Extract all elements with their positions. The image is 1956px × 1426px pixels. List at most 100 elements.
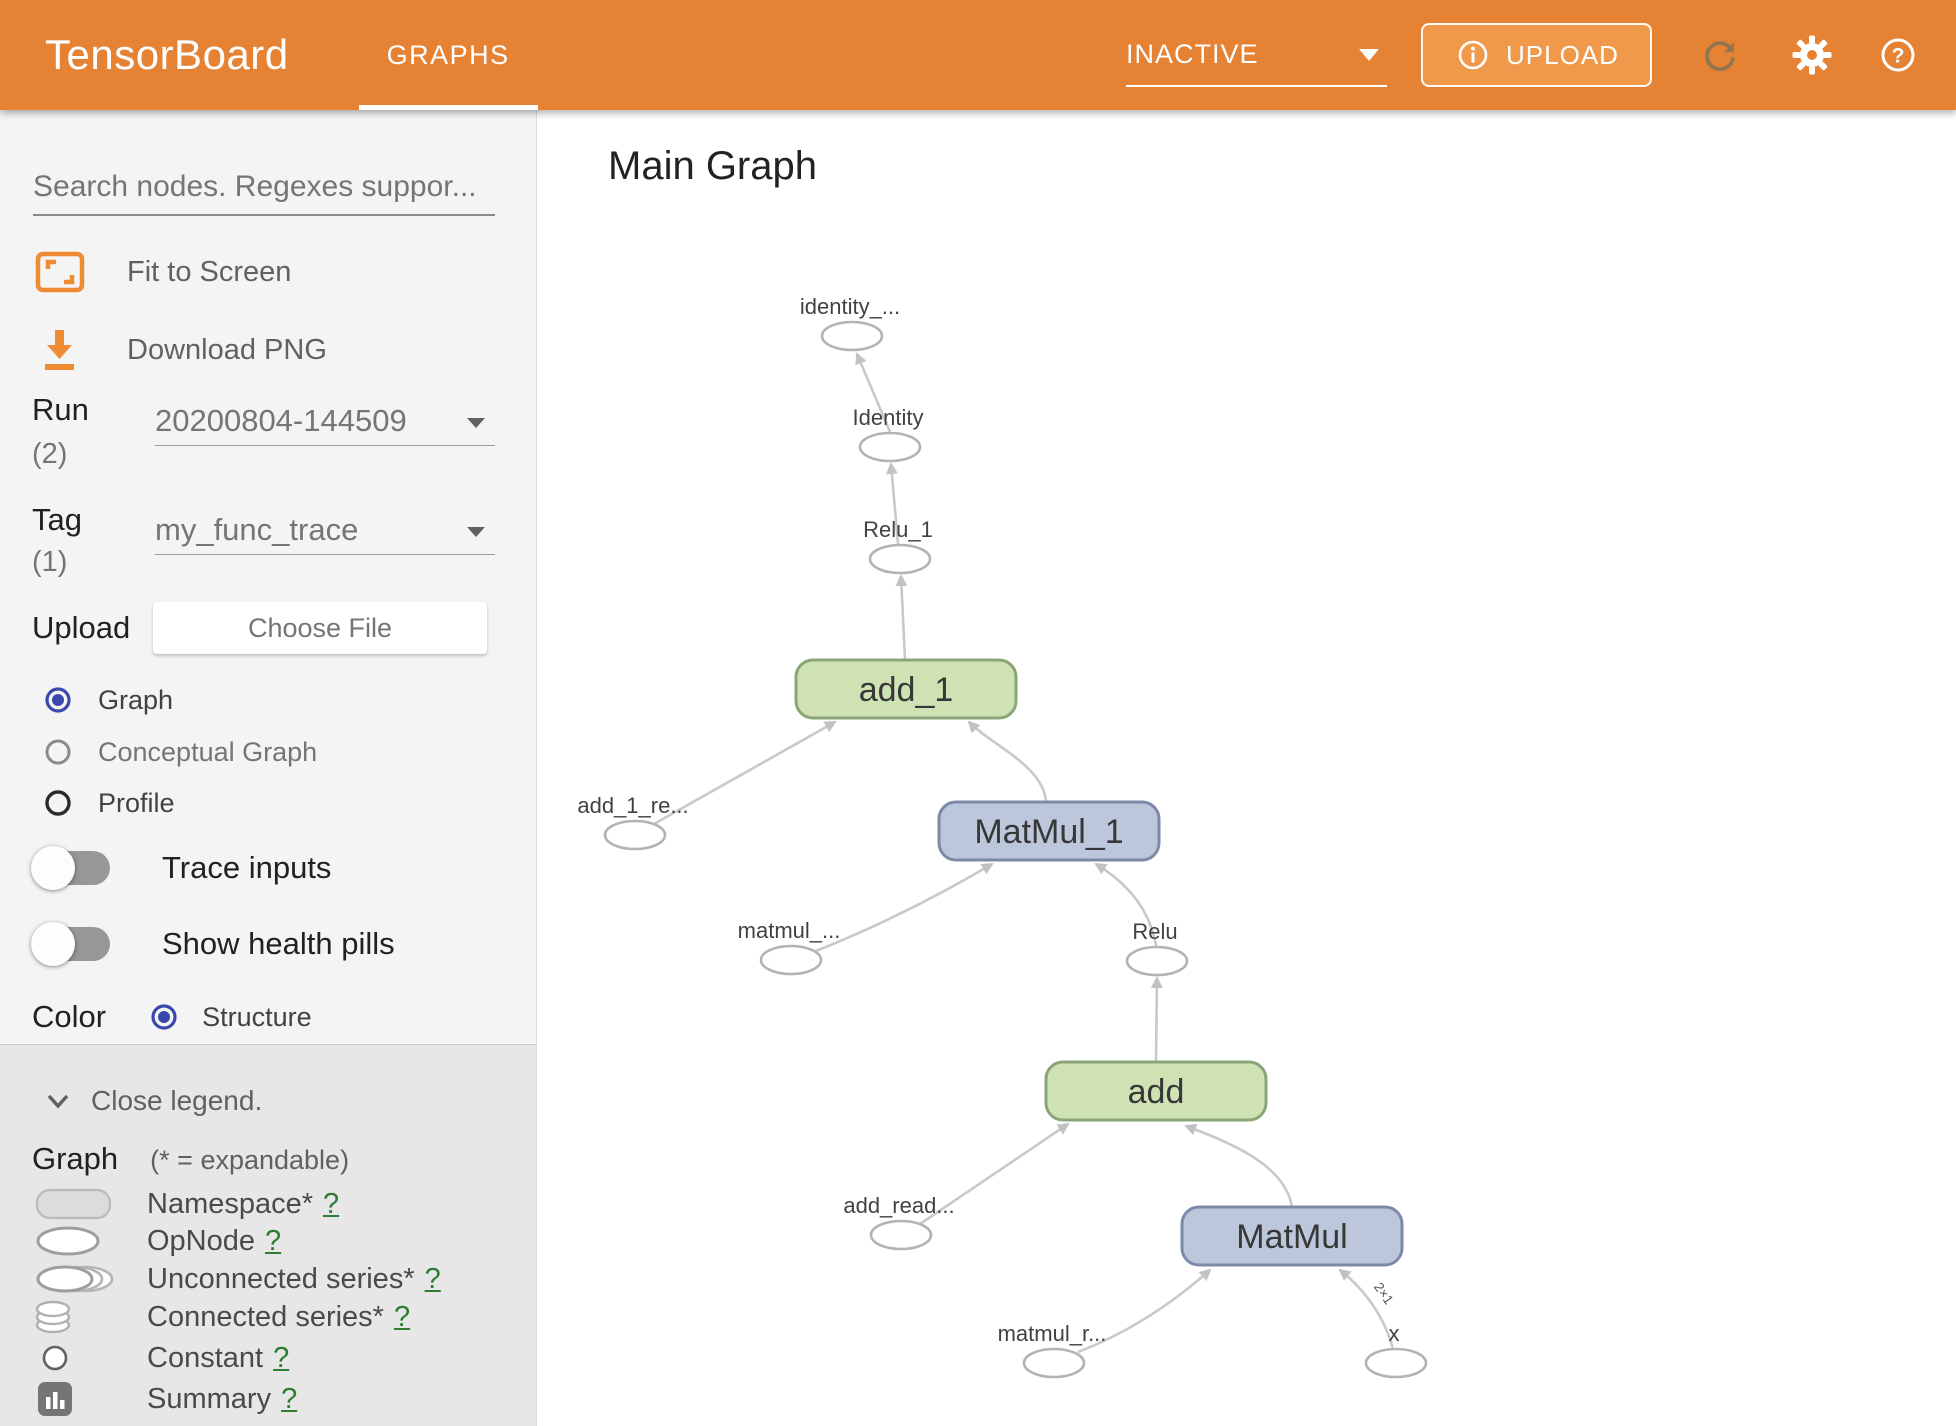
- graph-edge: [815, 862, 994, 953]
- opnode-icon: [35, 1224, 147, 1258]
- app-header: TensorBoard GRAPHS INACTIVE UPLOAD: [0, 0, 1956, 110]
- graph-op-node[interactable]: MatMul: [1180, 1205, 1404, 1267]
- legend-item-namespace: Namespace* ?: [35, 1184, 339, 1224]
- run-label: Run: [32, 392, 89, 427]
- trace-inputs-label: Trace inputs: [162, 850, 332, 885]
- svg-text:Relu_1: Relu_1: [863, 517, 933, 542]
- download-icon: [35, 326, 85, 374]
- graph-ellipse-node[interactable]: Relu_1: [863, 517, 933, 575]
- svg-text:add_1: add_1: [859, 671, 954, 709]
- graph-ellipse-node[interactable]: Identity: [853, 405, 924, 463]
- graph-op-node[interactable]: MatMul_1: [937, 800, 1161, 862]
- legend-panel: Close legend. Graph (* = expandable) Nam…: [0, 1044, 536, 1426]
- chevron-down-icon: [467, 527, 485, 537]
- svg-text:add_read...: add_read...: [843, 1193, 954, 1218]
- refresh-icon[interactable]: [1698, 33, 1742, 77]
- svg-text:MatMul: MatMul: [1236, 1218, 1347, 1256]
- tab-graphs[interactable]: GRAPHS: [358, 0, 538, 110]
- trace-inputs-toggle[interactable]: Trace inputs: [31, 846, 332, 890]
- help-icon[interactable]: ?: [1876, 33, 1920, 77]
- status-dropdown[interactable]: INACTIVE: [1126, 23, 1387, 87]
- sidebar: Fit to Screen Download PNG Run (2) 20200…: [0, 110, 537, 1426]
- svg-text:add_1_re...: add_1_re...: [577, 793, 688, 818]
- help-link[interactable]: ?: [281, 1382, 298, 1415]
- graph-edge: [1184, 1123, 1294, 1208]
- graph-op-node[interactable]: add_1: [794, 658, 1018, 720]
- summary-icon: [35, 1380, 147, 1418]
- help-link[interactable]: ?: [323, 1187, 340, 1220]
- graph-edge: [967, 720, 1048, 803]
- radio-unselected-icon: [45, 790, 71, 816]
- graph-ellipse-node[interactable]: matmul_r...: [998, 1321, 1107, 1379]
- graph-ellipse-node[interactable]: add_read...: [843, 1193, 955, 1251]
- download-png-label: Download PNG: [127, 333, 327, 366]
- constant-icon: [35, 1343, 147, 1373]
- legend-item-opnode: OpNode ?: [35, 1221, 281, 1261]
- svg-text:identity_...: identity_...: [800, 294, 900, 319]
- chevron-down-icon: [47, 1094, 69, 1109]
- namespace-icon: [35, 1187, 147, 1221]
- svg-text:matmul_r...: matmul_r...: [998, 1321, 1107, 1346]
- legend-item-connected-series: Connected series* ?: [35, 1297, 410, 1337]
- info-icon: [1454, 36, 1492, 74]
- legend-item-constant: Constant ?: [35, 1338, 289, 1378]
- upload-label: Upload: [32, 610, 131, 645]
- color-by-row: Color Structure: [32, 999, 312, 1035]
- color-by-structure-label: Structure: [202, 1001, 312, 1032]
- fit-to-screen-button[interactable]: Fit to Screen: [35, 248, 291, 296]
- run-select[interactable]: 20200804-144509: [155, 396, 495, 446]
- radio-graph[interactable]: Graph: [44, 678, 173, 722]
- graph-ellipse-node[interactable]: identity_...: [800, 294, 900, 352]
- graph-op-node[interactable]: add: [1044, 1060, 1268, 1122]
- chevron-down-icon: [467, 418, 485, 428]
- graph-edge: [1077, 1268, 1212, 1354]
- run-select-value: 20200804-144509: [155, 402, 407, 438]
- graph-ellipse-node[interactable]: Relu: [1125, 919, 1189, 977]
- legend-heading-note: (* = expandable): [150, 1145, 350, 1175]
- toggle-off-icon: [31, 922, 110, 966]
- legend-item-summary: Summary ?: [35, 1379, 297, 1419]
- connected-series-icon: [35, 1299, 147, 1335]
- legend-heading-title: Graph: [32, 1141, 119, 1176]
- status-dropdown-value: INACTIVE: [1126, 38, 1259, 69]
- fit-to-screen-label: Fit to Screen: [127, 255, 292, 288]
- svg-text:MatMul_1: MatMul_1: [974, 813, 1123, 851]
- graph-ellipse-node[interactable]: matmul_...: [738, 918, 841, 976]
- tag-count: (1): [32, 546, 68, 578]
- help-link[interactable]: ?: [393, 1300, 411, 1333]
- graph-ellipse-node[interactable]: add_1_re...: [577, 793, 689, 851]
- close-legend-button[interactable]: Close legend.: [43, 1085, 262, 1117]
- radio-unselected-icon: [45, 739, 71, 765]
- radio-profile[interactable]: Profile: [44, 781, 175, 825]
- graph-edge: [653, 720, 837, 826]
- help-link[interactable]: ?: [265, 1224, 282, 1257]
- edge-shape-label: 2×1: [1371, 1280, 1396, 1307]
- search-input[interactable]: [33, 166, 495, 216]
- show-health-pills-toggle[interactable]: Show health pills: [31, 922, 395, 966]
- gear-icon[interactable]: [1790, 33, 1834, 77]
- color-by-label: Color: [32, 999, 107, 1034]
- upload-button-label: UPLOAD: [1506, 39, 1619, 70]
- help-link[interactable]: ?: [273, 1341, 290, 1374]
- app-title: TensorBoard: [45, 31, 289, 78]
- help-link[interactable]: ?: [424, 1262, 441, 1295]
- radio-conceptual-graph[interactable]: Conceptual Graph: [44, 730, 317, 774]
- tag-select-value: my_func_trace: [155, 511, 359, 547]
- radio-graph-label: Graph: [98, 684, 174, 715]
- radio-conceptual-graph-label: Conceptual Graph: [98, 736, 318, 767]
- svg-text:x: x: [1389, 1321, 1400, 1346]
- download-png-button[interactable]: Download PNG: [35, 326, 327, 374]
- upload-button[interactable]: UPLOAD: [1421, 23, 1652, 87]
- svg-text:matmul_...: matmul_...: [738, 918, 841, 943]
- choose-file-button[interactable]: Choose File: [153, 602, 487, 654]
- run-count: (2): [32, 438, 68, 470]
- graph-edge: [1338, 1268, 1395, 1350]
- graph-ellipse-node[interactable]: x: [1364, 1321, 1428, 1379]
- close-legend-label: Close legend.: [91, 1085, 263, 1116]
- svg-text:?: ?: [1892, 45, 1905, 68]
- tag-select[interactable]: my_func_trace: [155, 505, 495, 555]
- radio-profile-label: Profile: [98, 787, 175, 818]
- radio-selected-icon[interactable]: [150, 1003, 178, 1031]
- unconnected-series-icon: [35, 1262, 147, 1296]
